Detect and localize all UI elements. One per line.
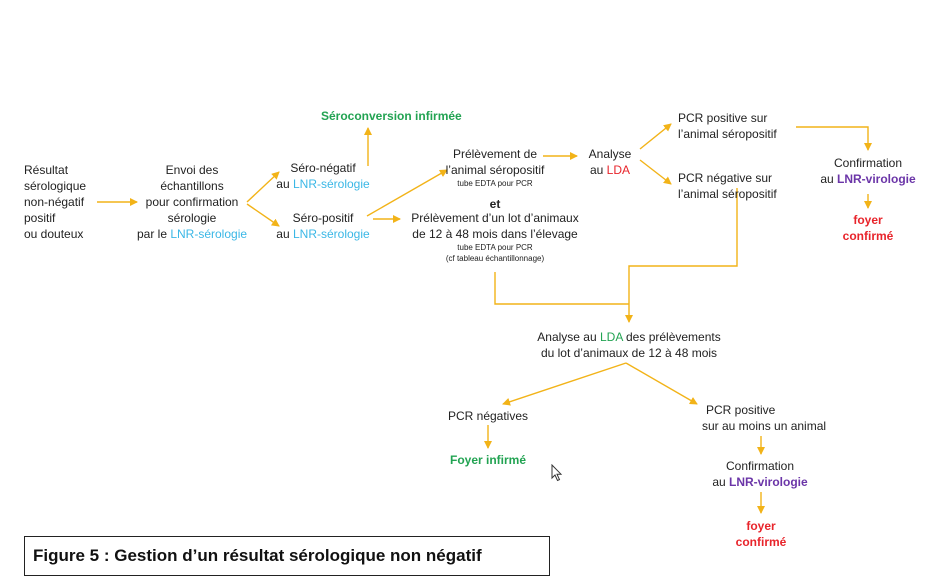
sero-negatif-lnr: au LNR-sérologie: [274, 176, 372, 192]
analyse-au-text: Analyse au: [537, 330, 600, 344]
arrow-analyse-lot-pcr-negatives: [502, 362, 627, 406]
node-prelevement-lot: Prélèvement d’un lot d’animaux de 12 à 4…: [398, 210, 592, 264]
pcr-positive-label: PCR positive: [706, 403, 776, 417]
envoi-line-2: échantillons: [160, 179, 224, 193]
analyse-label: Analyse: [588, 147, 632, 161]
node-analyse-lot: Analyse au LDA des prélèvements du lot d…: [520, 329, 738, 361]
node-envoi-echantillons: Envoi des échantillons pour confirmation…: [133, 162, 251, 242]
node-confirmation-virologie: Confirmation au LNR-virologie: [818, 155, 918, 187]
node-resultat-serologique: Résultat sérologique non-négatif positif…: [24, 162, 86, 242]
au-moins-label: sur au moins un animal: [702, 419, 827, 433]
arrow-analyse-pcr-negative: [639, 159, 672, 185]
prelev-lot-line-2: de 12 à 48 mois dans l’élevage: [412, 227, 578, 241]
resultat-line-3: non-négatif: [24, 195, 85, 209]
node-prelevement-animal: Prélèvement de l’animal séropositif tube…: [430, 146, 560, 189]
pcr-pos-line-1: PCR positive sur: [678, 111, 768, 125]
arrow-pcr-positive-confirmation: [796, 126, 872, 151]
lnr-serologie-label: LNR-sérologie: [292, 227, 370, 241]
resultat-line-1: Résultat: [24, 163, 69, 177]
lnr-serologie-label: LNR-sérologie: [292, 177, 370, 191]
arrow-prelevement-lot-analyse-lot: [494, 272, 629, 305]
arrow-analyse-pcr-positive: [639, 123, 672, 150]
resultat-line-2: sérologique: [24, 179, 87, 193]
arrow-envoi-seronegatif: [246, 171, 280, 203]
node-pcr-negatives: PCR négatives: [447, 409, 529, 423]
confirme-label: confirmé: [735, 535, 787, 549]
foyer-label: foyer: [853, 213, 883, 227]
lnr-virologie-label: LNR-virologie: [729, 475, 808, 489]
resultat-line-4: positif: [24, 211, 56, 225]
analyse-lot-line-2: du lot d’animaux de 12 à 48 mois: [540, 346, 718, 360]
envoi-line-5: par le LNR-sérologie: [133, 226, 251, 242]
node-analyse-lda: Analyse au LDA: [580, 146, 640, 178]
node-seroconversion-infirmee: Séroconversion infirmée: [321, 109, 462, 123]
node-sero-negatif: Séro-négatif au LNR-sérologie: [274, 160, 372, 192]
cf-tableau-note: (cf tableau échantillonnage): [445, 254, 545, 263]
pcr-neg-line-1: PCR négative sur: [678, 171, 773, 185]
lnr-serologie-label: LNR-sérologie: [170, 227, 248, 241]
des-prelevements-text: des prélèvements: [622, 330, 721, 344]
node-foyer-infirme: Foyer infirmé: [449, 453, 527, 467]
mouse-cursor-icon: [551, 464, 563, 482]
au-text: au: [276, 177, 293, 191]
confirmation-lnr-line: au LNR-virologie: [710, 474, 810, 490]
prelev-animal-line-1: Prélèvement de: [452, 147, 538, 161]
resultat-line-5: ou douteux: [24, 227, 84, 241]
envoi-par-le: par le: [136, 227, 171, 241]
prelev-animal-line-2: l’animal séropositif: [445, 163, 545, 177]
node-sero-positif: Séro-positif au LNR-sérologie: [274, 210, 372, 242]
arrow-analyse-lot-pcr-positive: [625, 362, 698, 405]
arrow-envoi-seropositif: [246, 203, 280, 227]
node-foyer-confirme-2: foyer confirmé: [721, 518, 801, 550]
figure-caption: Figure 5 : Gestion d’un résultat sérolog…: [24, 536, 550, 576]
node-foyer-confirme: foyer confirmé: [828, 212, 908, 244]
pcr-neg-line-2: l’animal séropositif: [678, 187, 777, 201]
node-confirmation-virologie-2: Confirmation au LNR-virologie: [710, 458, 810, 490]
confirmation-label: Confirmation: [725, 459, 795, 473]
au-text: au: [589, 163, 607, 177]
lda-label: LDA: [599, 330, 623, 344]
foyer-label: foyer: [746, 519, 776, 533]
sero-positif-label: Séro-positif: [292, 211, 354, 225]
confirmation-label: Confirmation: [833, 156, 903, 170]
node-pcr-negative-animal: PCR négative sur l’animal séropositif: [678, 170, 777, 202]
envoi-line-1: Envoi des: [165, 163, 219, 177]
connector-et: et: [489, 197, 501, 211]
analyse-lot-line-1: Analyse au LDA des prélèvements: [520, 329, 738, 345]
arrow-seropositif-prelevement-animal: [366, 169, 448, 217]
au-text: au: [276, 227, 293, 241]
tube-edta-note: tube EDTA pour PCR: [457, 243, 533, 252]
au-text: au: [820, 172, 837, 186]
confirmation-lnr-line: au LNR-virologie: [818, 171, 918, 187]
envoi-line-3: pour confirmation: [145, 195, 239, 209]
lnr-virologie-label: LNR-virologie: [837, 172, 916, 186]
prelev-lot-line-1: Prélèvement d’un lot d’animaux: [411, 211, 579, 225]
arrow-pcr-negative-analyse-lot: [625, 188, 738, 323]
node-pcr-positive-animal: PCR positive sur l’animal séropositif: [678, 110, 777, 142]
node-pcr-positive-lot: PCR positive sur au moins un animal: [694, 402, 844, 434]
pcr-pos-line-2: l’animal séropositif: [678, 127, 777, 141]
sero-negatif-label: Séro-négatif: [290, 161, 356, 175]
tube-edta-note: tube EDTA pour PCR: [457, 179, 533, 188]
envoi-line-4: sérologie: [167, 211, 217, 225]
analyse-lda-line: au LDA: [580, 162, 640, 178]
lda-label: LDA: [606, 163, 631, 177]
confirme-label: confirmé: [842, 229, 894, 243]
sero-positif-lnr: au LNR-sérologie: [274, 226, 372, 242]
au-text: au: [712, 475, 729, 489]
